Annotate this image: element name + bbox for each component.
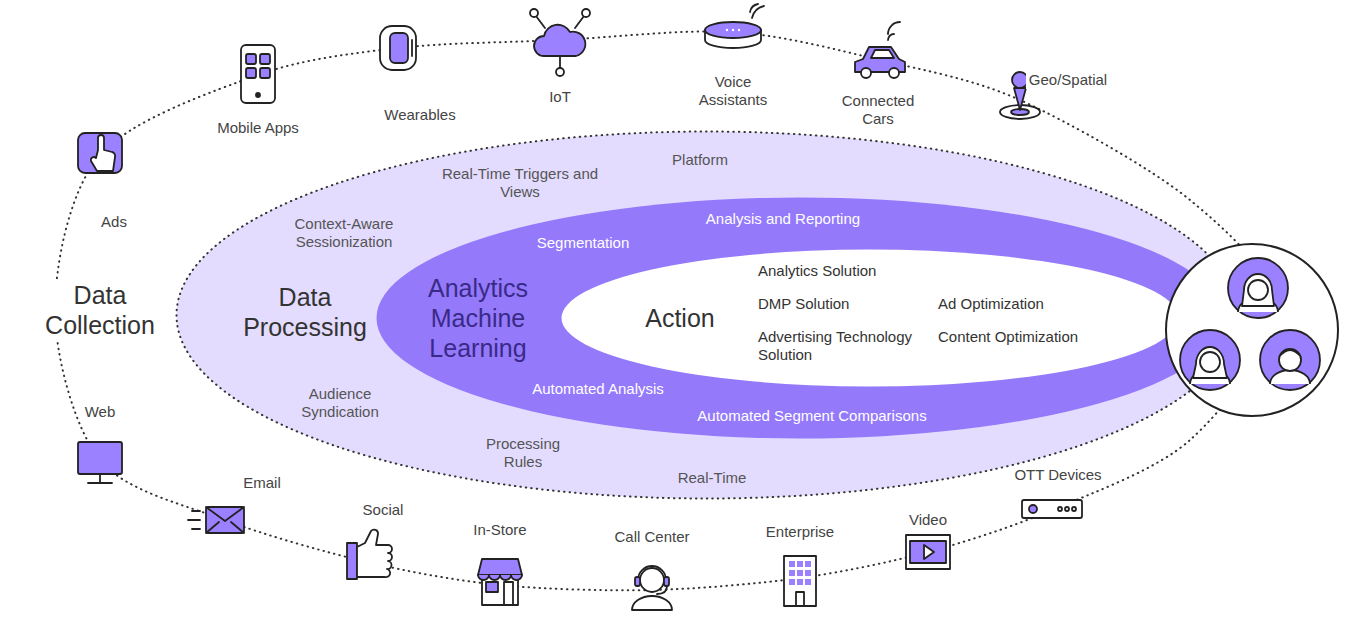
- ott-device-icon: [1022, 500, 1082, 518]
- label-holder: OTT Devices: [1003, 466, 1113, 484]
- label-holder: Context-Aware Sessionization: [284, 215, 404, 251]
- label-holder: Automated Analysis: [513, 380, 683, 398]
- collection-ring: Data CollectionData ProcessingReal-Time …: [40, 20, 1300, 610]
- channel-label: Mobile Apps: [214, 119, 302, 137]
- iot-icon: [530, 9, 590, 76]
- channel-label: In-Store: [470, 521, 529, 539]
- label-holder: Web: [70, 403, 130, 421]
- stage-ellipse: Analytics Machine LearningSegmentationAn…: [375, 196, 1225, 440]
- channel-label: Social: [360, 501, 407, 519]
- label-holder: Action: [630, 303, 730, 333]
- stage-item: Real-Time Triggers and Views: [440, 165, 600, 201]
- channel-label: Web: [82, 403, 119, 421]
- label-holder: Analysis and Reporting: [683, 210, 883, 228]
- label-holder: Advertising Technology Solution: [758, 328, 928, 364]
- label-holder: Platform: [650, 151, 750, 169]
- stage-item: Audience Syndication: [285, 385, 395, 421]
- enterprise-icon: [784, 556, 816, 606]
- channel-label: Enterprise: [763, 523, 837, 541]
- label-holder: Geo/Spatial: [1013, 71, 1123, 89]
- person-icon: [1260, 330, 1320, 390]
- stage-item: Automated Analysis: [532, 380, 664, 398]
- stage-ellipse: Action Analytics SolutionDMP SolutionAdve…: [560, 248, 1180, 388]
- ellipse-shape: [377, 198, 1224, 439]
- stage-item: DMP Solution: [758, 295, 849, 313]
- ellipse-shape: [177, 132, 1238, 499]
- label-holder: Segmentation: [518, 234, 648, 252]
- label-holder: Audience Syndication: [285, 385, 395, 421]
- channel-label: OTT Devices: [1011, 466, 1104, 484]
- label-holder: Call Center: [597, 528, 707, 546]
- label-holder: Real-Time: [662, 469, 762, 487]
- label-holder: Voice Assistants: [688, 73, 778, 109]
- stage-title: Analytics Machine Learning: [418, 273, 538, 363]
- label-holder: Video: [893, 511, 963, 529]
- stage-title: Data Processing: [230, 282, 380, 342]
- stage-item: Analytics Solution: [758, 262, 876, 280]
- ellipse-shape: [562, 250, 1179, 387]
- channel-label: Voice Assistants: [688, 73, 778, 109]
- label-holder: Automated Segment Comparisons: [682, 407, 942, 425]
- stage-item: Content Optimization: [938, 328, 1078, 346]
- label-holder: Real-Time Triggers and Views: [440, 165, 600, 201]
- stage-item: Automated Segment Comparisons: [697, 407, 926, 425]
- stage-item: Ad Optimization: [938, 295, 1044, 313]
- label-holder: Mobile Apps: [198, 119, 318, 137]
- label-holder: Data Processing: [230, 282, 380, 342]
- person-icon: [1228, 258, 1288, 318]
- label-holder: Content Optimization: [938, 328, 1118, 346]
- stage-item: Analysis and Reporting: [706, 210, 860, 228]
- stage-ellipse: Data Processing Real-Time Triggers and Vi…: [175, 130, 1239, 500]
- video-icon: [906, 535, 950, 569]
- label-holder: In-Store: [460, 521, 540, 539]
- channel-label: IoT: [546, 88, 574, 106]
- label-holder: Data Collection: [35, 280, 165, 340]
- label-holder: Enterprise: [750, 523, 850, 541]
- label-holder: Wearables: [365, 106, 475, 124]
- stage-title: Data Collection: [35, 280, 165, 340]
- person-icon: [1180, 330, 1240, 390]
- label-holder: Analytics Solution: [758, 262, 938, 280]
- label-holder: Processing Rules: [473, 435, 573, 471]
- email-icon: [188, 507, 244, 533]
- label-holder: Email: [227, 474, 297, 492]
- mobile-apps-icon: [241, 45, 275, 103]
- voice-assistant-icon: [705, 4, 764, 48]
- stage-item: Real-Time: [678, 469, 747, 487]
- stage-item: Processing Rules: [473, 435, 573, 471]
- channel-label: Email: [240, 474, 284, 492]
- call-center-icon: [632, 566, 672, 610]
- ads-icon: [78, 133, 122, 173]
- label-holder: Ads: [74, 213, 154, 231]
- label-holder: Ad Optimization: [938, 295, 1118, 313]
- collection-ring: [55, 31, 1275, 590]
- channel-label: Video: [906, 511, 950, 529]
- stage-item: Platform: [672, 151, 728, 169]
- channel-label: Connected Cars: [833, 92, 923, 128]
- label-holder: Analytics Machine Learning: [418, 273, 538, 363]
- channel-label: Wearables: [381, 106, 458, 124]
- wearables-icon: [380, 26, 416, 70]
- channel-label: Geo/Spatial: [1026, 71, 1110, 89]
- social-icon: [347, 530, 392, 579]
- channel-label: Call Center: [611, 528, 692, 546]
- label-holder: IoT: [530, 88, 590, 106]
- label-holder: DMP Solution: [758, 295, 918, 313]
- label-holder: Social: [348, 501, 418, 519]
- stage-item: Segmentation: [537, 234, 630, 252]
- in-store-icon: [478, 559, 522, 605]
- channel-label: Ads: [98, 213, 130, 231]
- stage-title: Action: [645, 303, 714, 333]
- stage-item: Context-Aware Sessionization: [284, 215, 404, 251]
- web-icon: [78, 442, 122, 483]
- label-holder: Connected Cars: [833, 92, 923, 128]
- connected-car-icon: [855, 22, 905, 78]
- stage-item: Advertising Technology Solution: [758, 328, 928, 364]
